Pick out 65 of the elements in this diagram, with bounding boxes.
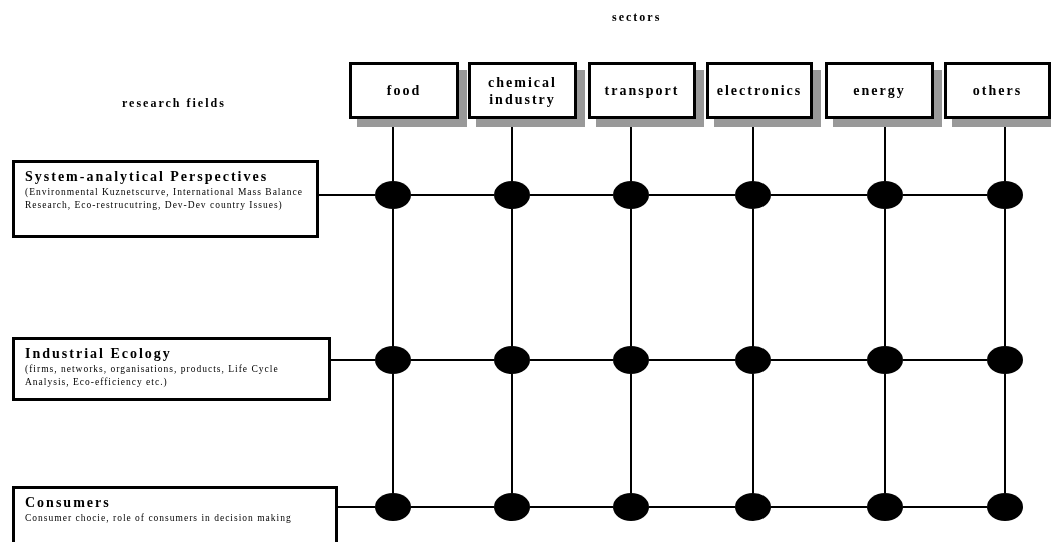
connector-line: [318, 194, 376, 196]
junction-dot: [494, 493, 530, 521]
connector-line: [902, 359, 988, 361]
connector-line: [529, 194, 614, 196]
connector-line: [648, 359, 736, 361]
junction-dot: [735, 346, 771, 374]
connector-line: [529, 506, 614, 508]
connector-line: [511, 208, 513, 347]
connector-line: [770, 194, 868, 196]
field-description: Consumer chocie, role of consumers in decision making: [25, 512, 293, 525]
connector-line: [884, 208, 886, 347]
junction-dot: [613, 346, 649, 374]
junction-dot: [735, 493, 771, 521]
research-field-box: [12, 337, 331, 401]
field-heading: System-analytical Perspectives: [25, 169, 270, 185]
connector-line: [529, 359, 614, 361]
junction-dot: [867, 346, 903, 374]
connector-line: [770, 359, 868, 361]
axis-title: research fields: [122, 96, 226, 111]
field-description: (firms, networks, organisations, products, Life Cycle Analysis, Eco-efficiency etc.): [25, 363, 280, 389]
connector-line: [902, 194, 988, 196]
field-heading: Industrial Ecology: [25, 346, 173, 362]
sector-name: food: [386, 82, 422, 99]
junction-dot: [613, 181, 649, 209]
connector-line: [392, 208, 394, 347]
junction-dot: [494, 346, 530, 374]
junction-dot: [867, 181, 903, 209]
axis-title: sectors: [612, 10, 662, 25]
junction-dot: [375, 493, 411, 521]
field-heading: Consumers: [25, 495, 112, 511]
sector-name: others: [972, 82, 1023, 99]
junction-dot: [613, 493, 649, 521]
junction-dot: [987, 181, 1023, 209]
sector-name: chemical industry: [487, 73, 558, 108]
connector-line: [330, 359, 376, 361]
junction-dot: [867, 493, 903, 521]
connector-line: [752, 208, 754, 347]
field-description: (Environmental Kuznetscurve, International Mass Balance Research, Eco-restrucutring, Dev-Dev country Issues): [25, 186, 304, 212]
connector-line: [884, 373, 886, 494]
connector-line: [630, 373, 632, 494]
connector-line: [630, 208, 632, 347]
connector-line: [410, 506, 495, 508]
junction-dot: [375, 181, 411, 209]
connector-line: [1004, 373, 1006, 494]
connector-line: [648, 506, 736, 508]
junction-dot: [494, 181, 530, 209]
research-field-box: [12, 160, 319, 238]
connector-line: [511, 373, 513, 494]
connector-line: [770, 506, 868, 508]
connector-line: [648, 194, 736, 196]
connector-line: [902, 506, 988, 508]
research-field-box: [12, 486, 338, 542]
connector-line: [1004, 208, 1006, 347]
connector-line: [392, 373, 394, 494]
sector-name: energy: [853, 82, 906, 99]
connector-line: [410, 359, 495, 361]
junction-dot: [987, 346, 1023, 374]
connector-line: [337, 506, 376, 508]
junction-dot: [735, 181, 771, 209]
connector-line: [752, 373, 754, 494]
connector-line: [410, 194, 495, 196]
sector-name: transport: [604, 82, 680, 99]
junction-dot: [987, 493, 1023, 521]
junction-dot: [375, 346, 411, 374]
sector-name: electronics: [716, 82, 803, 99]
